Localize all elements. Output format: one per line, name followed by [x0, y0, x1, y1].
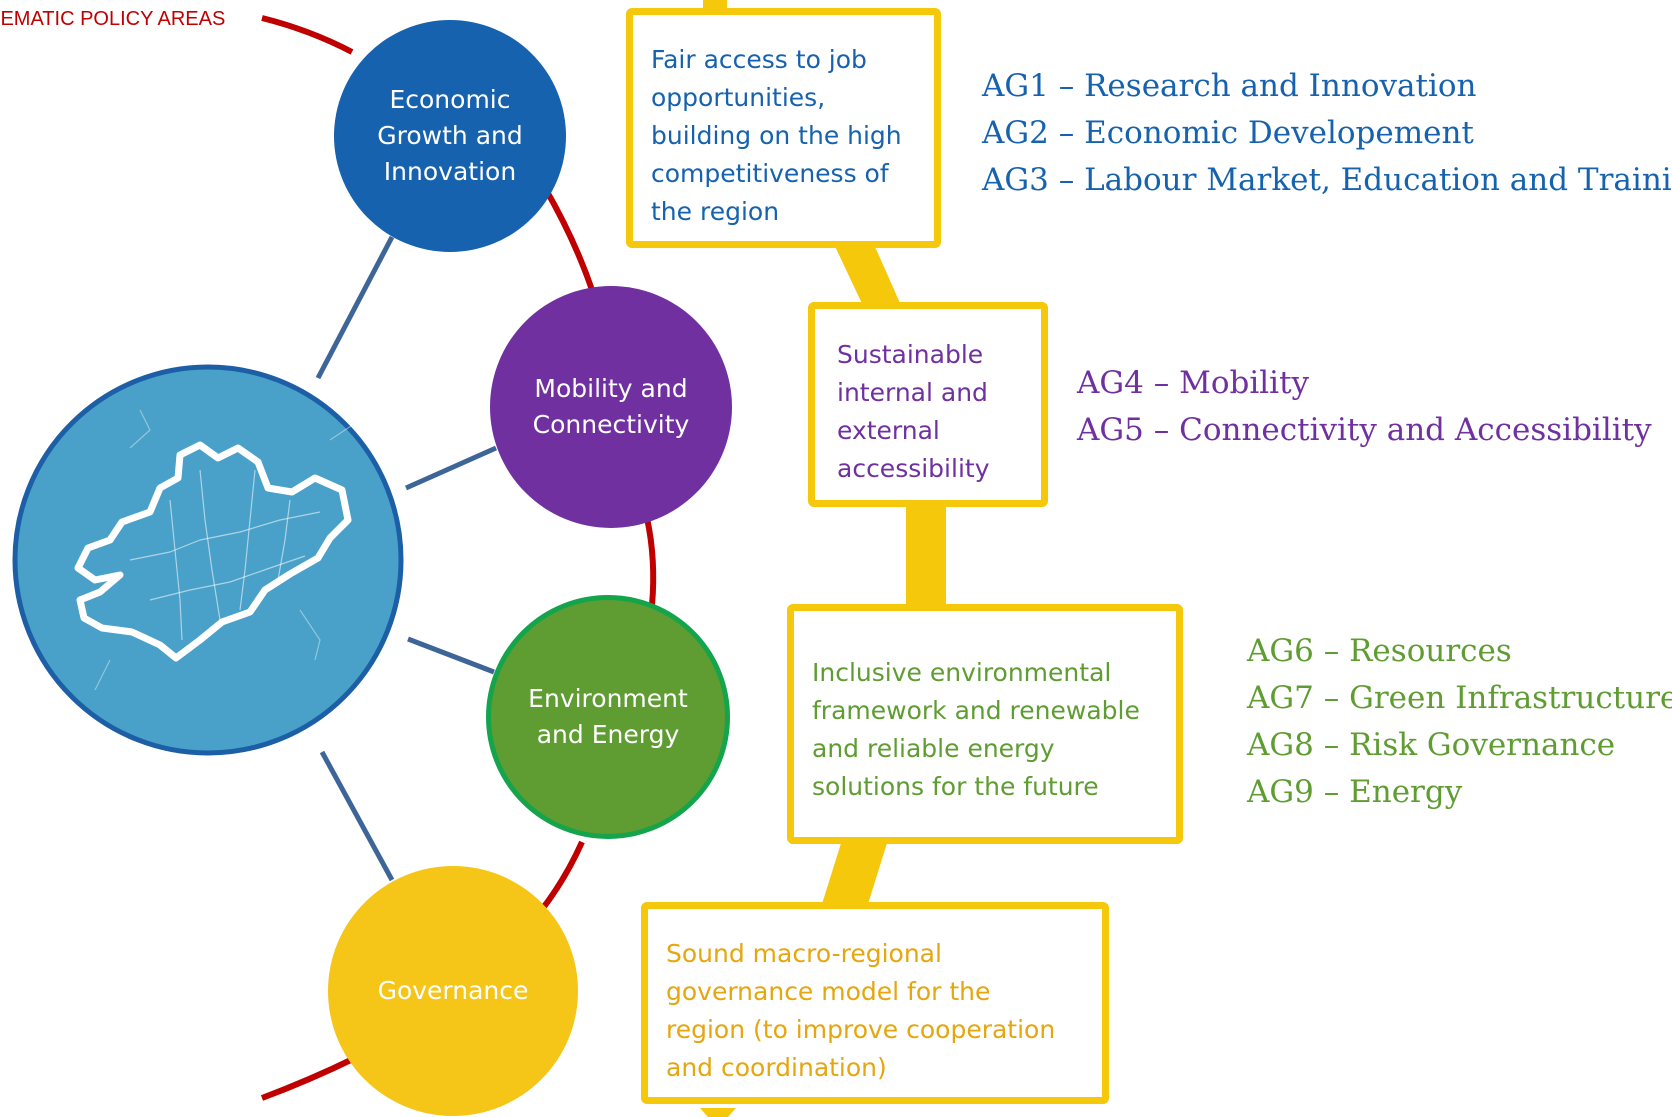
economic-growth-circle: Economic Growth and Innovation [334, 20, 566, 252]
ag6-separator: – [1313, 633, 1350, 669]
yellow-path-3 [906, 500, 946, 612]
red-arc-bottom [260, 1055, 357, 1101]
ag8-separator: – [1313, 727, 1350, 763]
mobility-connectivity-circle: Mobility and Connectivity [490, 286, 732, 528]
ag1-separator: – [1048, 68, 1085, 104]
ag3-separator: – [1048, 162, 1085, 198]
action-group-ag2: AG2 – Economic Developement [982, 110, 1474, 156]
thematic-policy-areas-label: HEMATIC POLICY AREAS [0, 8, 226, 30]
connector-mobility [404, 445, 498, 491]
ag1-name: Research and Innovation [1084, 68, 1477, 104]
economic-growth-label: Economic Growth and Innovation [377, 85, 523, 186]
region-map-outline [74, 399, 376, 691]
objective-box-environment: Inclusive environmental framework and re… [787, 604, 1183, 844]
ag6-name: Resources [1349, 633, 1512, 669]
ag3-name: Labour Market, Education and Training [1084, 162, 1672, 198]
red-arc-economic-mobility [542, 186, 595, 291]
ag5-name: Connectivity and Accessibility [1179, 412, 1652, 448]
ag4-name: Mobility [1179, 365, 1310, 401]
action-group-ag6: AG6 – Resources [1247, 628, 1512, 674]
action-group-ag5: AG5 – Connectivity and Accessibility [1077, 407, 1652, 453]
environment-energy-label: Environment and Energy [528, 684, 688, 749]
ag2-name: Economic Developement [1084, 115, 1474, 151]
ag4-separator: – [1143, 365, 1180, 401]
ag1-code: AG1 [982, 68, 1049, 104]
yellow-path-5 [700, 1108, 736, 1117]
objective-box-mobility: Sustainable internal and external access… [808, 302, 1048, 507]
ag2-separator: – [1048, 115, 1085, 151]
action-group-ag4: AG4 – Mobility [1077, 360, 1309, 406]
red-arc-top [261, 15, 354, 55]
yellow-path-4 [822, 840, 888, 904]
connector-economic [315, 235, 395, 380]
ag7-name: Green Infrastructure [1349, 680, 1672, 716]
yellow-path-1 [703, 0, 727, 10]
governance-circle: Governance [328, 866, 578, 1116]
objective-box-governance: Sound macro-regional governance model fo… [641, 902, 1109, 1104]
action-group-ag1: AG1 – Research and Innovation [982, 63, 1477, 109]
action-group-ag3: AG3 – Labour Market, Education and Train… [982, 157, 1672, 203]
action-group-ag9: AG9 – Energy [1247, 769, 1462, 815]
red-arc-mobility-environment [644, 517, 657, 606]
ag2-code: AG2 [982, 115, 1049, 151]
ag7-code: AG7 [1247, 680, 1314, 716]
ag9-code: AG9 [1247, 774, 1314, 810]
map-circle [12, 364, 404, 756]
ag5-separator: – [1143, 412, 1180, 448]
mobility-connectivity-label: Mobility and Connectivity [532, 374, 690, 439]
red-arc-environment-governance [537, 840, 585, 914]
ag3-code: AG3 [982, 162, 1049, 198]
ag4-code: AG4 [1077, 365, 1144, 401]
ag5-code: AG5 [1077, 412, 1144, 448]
ag8-code: AG8 [1247, 727, 1314, 763]
action-group-ag7: AG7 – Green Infrastructure [1247, 675, 1672, 721]
ag8-name: Risk Governance [1349, 727, 1616, 763]
connector-governance [319, 750, 395, 882]
ag7-separator: – [1313, 680, 1350, 716]
environment-energy-circle: Environment and Energy [486, 595, 730, 839]
objective-box-economic: Fair access to job opportunities, buildi… [626, 8, 941, 248]
connector-environment [407, 636, 495, 675]
yellow-path-2 [832, 240, 904, 312]
ag9-name: Energy [1349, 774, 1463, 810]
ag6-code: AG6 [1247, 633, 1314, 669]
governance-label: Governance [377, 976, 529, 1005]
ag9-separator: – [1313, 774, 1350, 810]
action-group-ag8: AG8 – Risk Governance [1247, 722, 1615, 768]
